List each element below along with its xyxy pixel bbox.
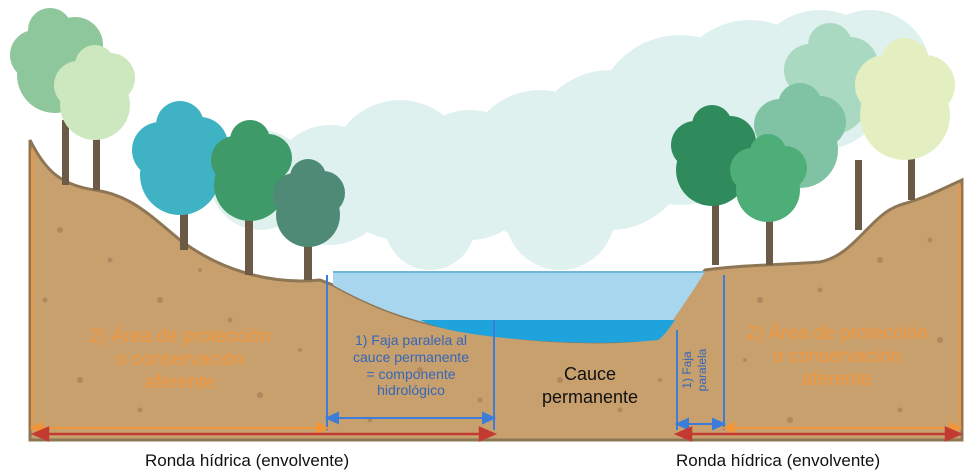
left-strip-line-1: 1) Faja paralela al bbox=[354, 332, 468, 348]
tree-left-green bbox=[211, 120, 292, 221]
channel-label: Cauce permanente bbox=[520, 363, 660, 408]
tree-right-green bbox=[730, 134, 807, 222]
right-zone-line-1: 2) Área de protección bbox=[746, 323, 928, 344]
right-zone-line-3: aferente bbox=[802, 369, 872, 391]
tree-left-dark bbox=[273, 159, 345, 247]
left-strip-line-4: hidrológico bbox=[377, 382, 445, 399]
soil-speckles bbox=[42, 227, 943, 423]
left-strip-line-2: cauce permanente bbox=[353, 348, 469, 365]
right-zone-label: 2) Área de protección o conservación afe… bbox=[722, 322, 952, 392]
channel-line-1: Cauce bbox=[563, 364, 617, 384]
right-strip-line-1: 1) Faja bbox=[680, 351, 694, 389]
right-ronda-label: Ronda hídrica (envolvente) bbox=[676, 451, 881, 470]
left-zone-line-3: aferente bbox=[145, 372, 215, 394]
right-strip-arrow bbox=[674, 417, 727, 431]
left-zone-label: 2) Área de protección o conservación afe… bbox=[55, 325, 305, 395]
left-zone-line-1: 2) Área de protección bbox=[89, 326, 271, 347]
right-strip-line-2: paralela bbox=[695, 348, 709, 392]
left-strip-line-3: = componente bbox=[366, 365, 456, 382]
left-strip-arrow bbox=[324, 411, 497, 425]
water-deep bbox=[420, 320, 675, 343]
tree-left-cyan bbox=[132, 101, 228, 215]
right-zone-line-2: o conservación bbox=[773, 346, 901, 368]
right-strip-label: 1) Faja paralela bbox=[680, 332, 710, 408]
tree-trunks bbox=[62, 120, 915, 280]
channel-line-2: permanente bbox=[541, 386, 639, 407]
left-strip-label: 1) Faja paralela al cauce permanente = c… bbox=[330, 332, 492, 399]
tree-left-pale bbox=[54, 45, 135, 140]
left-zone-line-2: o conservación bbox=[116, 349, 244, 371]
left-ronda-label: Ronda hídrica (envolvente) bbox=[145, 451, 350, 470]
left-ronda-arrow bbox=[30, 426, 498, 442]
right-ronda-arrow bbox=[673, 426, 964, 442]
tree-right-cream bbox=[855, 38, 955, 160]
